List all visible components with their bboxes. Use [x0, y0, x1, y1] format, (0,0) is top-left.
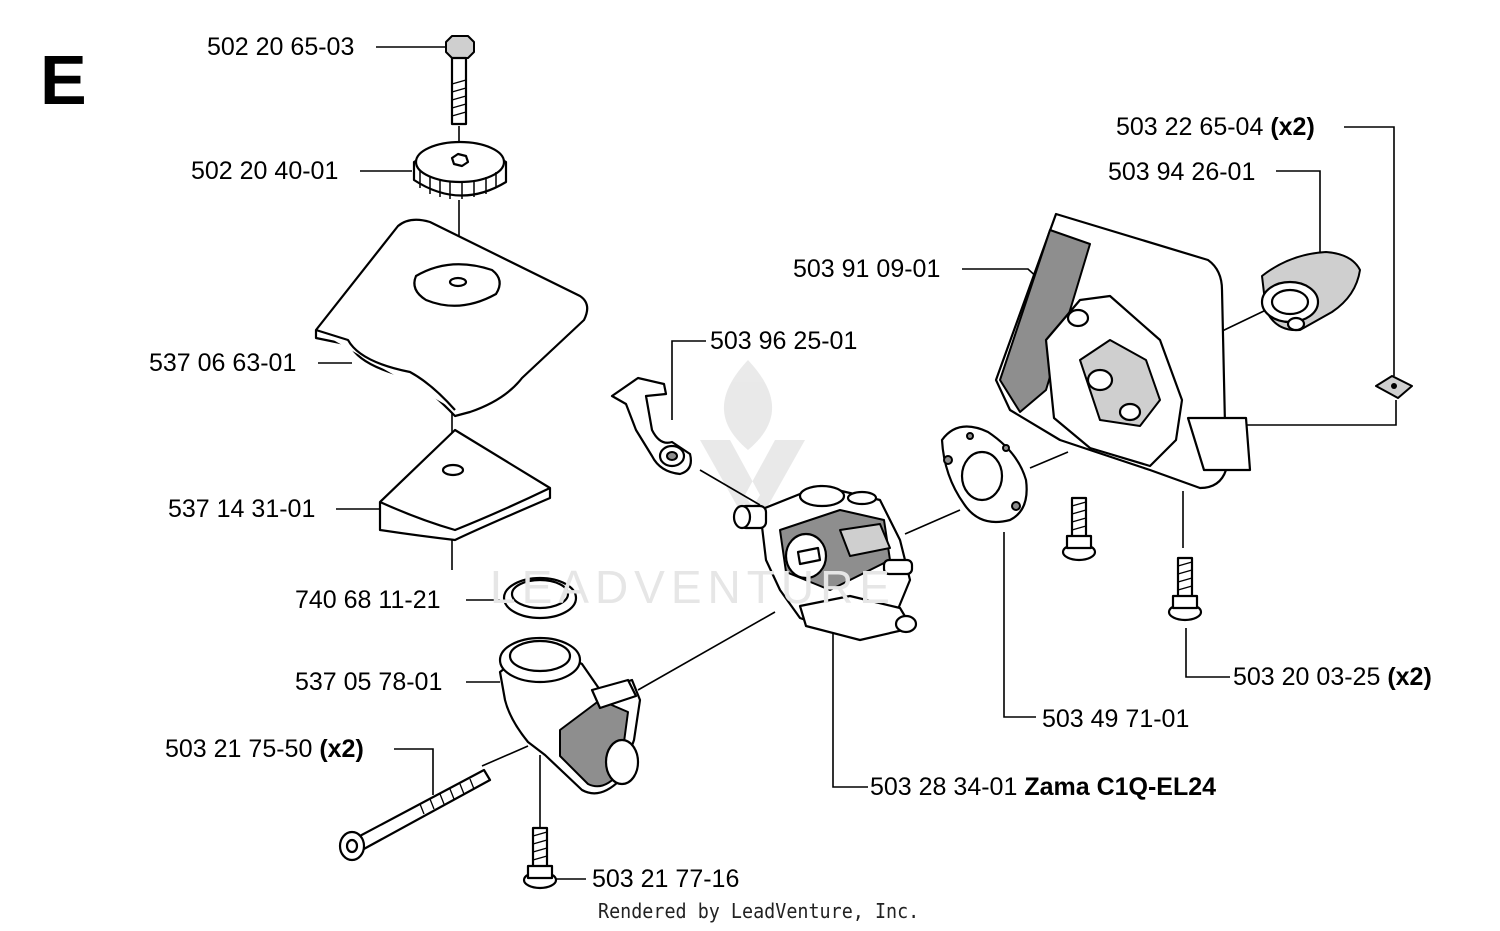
- part-number: 503 21 77-16: [592, 865, 740, 893]
- part-number: 503 49 71-01: [1042, 705, 1190, 733]
- part-label-502-20-65-03: 502 20 65-03: [207, 33, 354, 61]
- screw-503-21-75-50: [338, 768, 492, 862]
- part-quantity: (x2): [1387, 663, 1432, 691]
- part-model: Zama C1Q-EL24: [1024, 773, 1217, 801]
- part-label-503-91-09-01: 503 91 09-01: [793, 255, 940, 283]
- part-label-503-22-65-04: 503 22 65-04 (x2): [1116, 113, 1315, 141]
- housing-503-91-09-01: [994, 212, 1252, 490]
- part-label-502-20-40-01: 502 20 40-01: [191, 157, 338, 185]
- part-quantity: (x2): [1270, 113, 1315, 141]
- air-filter-cover-537-06-63-01: [314, 218, 589, 418]
- choke-lever-503-96-25-01: [610, 376, 692, 476]
- part-number: 537 06 63-01: [149, 349, 297, 377]
- knob-nut-502-20-40-01: [412, 140, 508, 199]
- ring-740-68-11-21: [502, 576, 578, 620]
- part-number: 503 96 25-01: [710, 327, 858, 355]
- screw-503-20-03-25-a: [1061, 496, 1097, 562]
- part-number: 503 20 03-25: [1233, 663, 1381, 691]
- filter-537-14-31-01: [378, 428, 552, 542]
- part-label-537-05-78-01: 537 05 78-01: [295, 668, 442, 696]
- sleeve-503-94-26-01: [1260, 251, 1361, 332]
- footer-credit: Rendered by LeadVenture, Inc.: [598, 899, 920, 923]
- nut-503-22-65-04: [1375, 375, 1413, 399]
- part-number: 503 22 65-04: [1116, 113, 1264, 141]
- part-number: 503 94 26-01: [1108, 158, 1256, 186]
- part-number: 503 21 75-50: [165, 735, 313, 763]
- gasket-503-49-71-01: [940, 425, 1028, 524]
- part-label-503-49-71-01: 503 49 71-01: [1042, 705, 1189, 733]
- part-label-503-21-75-50: 503 21 75-50 (x2): [165, 735, 364, 763]
- part-number: 503 28 34-01: [870, 773, 1018, 801]
- carburetor-503-28-34-01: [732, 484, 918, 642]
- part-number: 502 20 40-01: [191, 157, 339, 185]
- leader-lines: [318, 46, 1397, 880]
- watermark-text: LEADVENTURE: [490, 561, 896, 613]
- bolt-502-20-65-03: [445, 35, 475, 126]
- part-label-503-20-03-25: 503 20 03-25 (x2): [1233, 663, 1432, 691]
- part-label-740-68-11-21: 740 68 11-21: [295, 586, 441, 614]
- part-label-503-28-34-01: 503 28 34-01 Zama C1Q-EL24: [870, 773, 1216, 801]
- part-number: 537 05 78-01: [295, 668, 443, 696]
- screw-503-21-77-16: [522, 826, 558, 890]
- part-label-537-06-63-01: 537 06 63-01: [149, 349, 296, 377]
- screw-503-20-03-25-b: [1167, 556, 1203, 622]
- part-number: 537 14 31-01: [168, 495, 316, 523]
- part-label-503-94-26-01: 503 94 26-01: [1108, 158, 1255, 186]
- section-letter: E: [40, 41, 87, 119]
- part-label-503-96-25-01: 503 96 25-01: [710, 327, 857, 355]
- intake-537-05-78-01: [498, 636, 642, 795]
- part-number: 503 91 09-01: [793, 255, 941, 283]
- part-number: 502 20 65-03: [207, 33, 355, 61]
- watermark-logo: [700, 360, 805, 520]
- part-number: 740 68 11-21: [295, 586, 441, 614]
- part-quantity: (x2): [319, 735, 364, 763]
- part-label-503-21-77-16: 503 21 77-16: [592, 865, 739, 893]
- part-label-537-14-31-01: 537 14 31-01: [168, 495, 315, 523]
